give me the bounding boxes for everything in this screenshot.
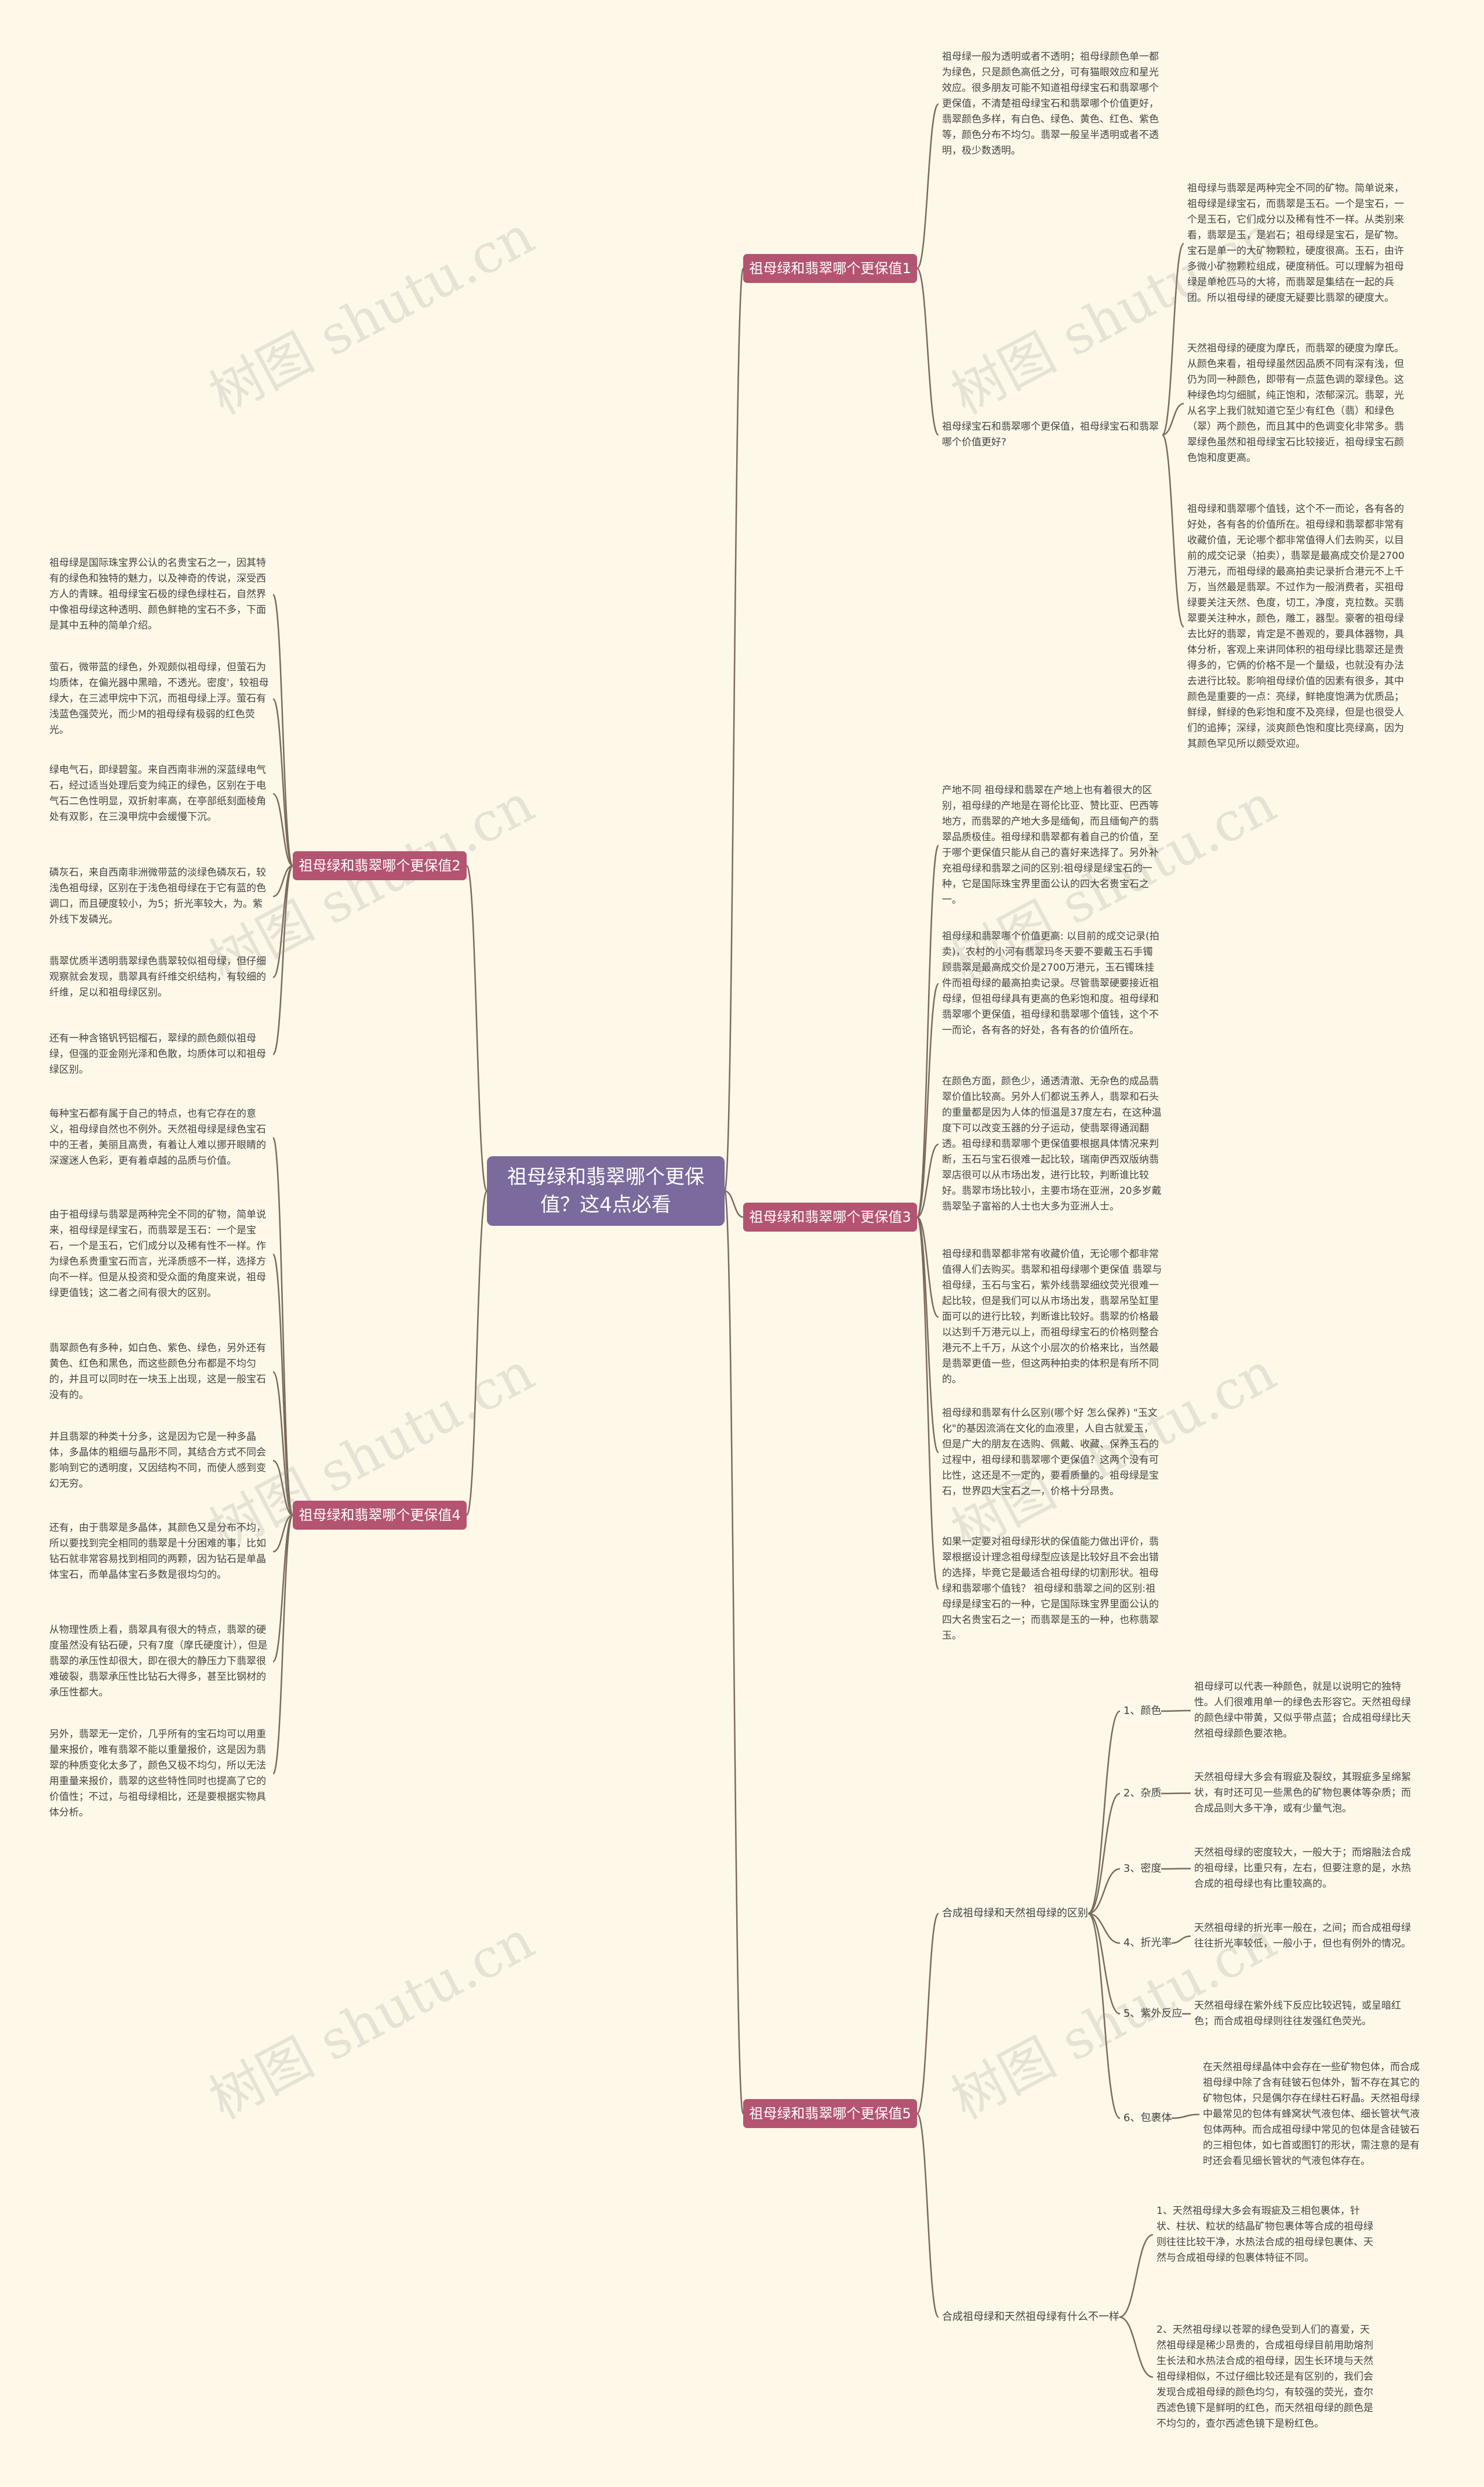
connector bbox=[916, 103, 940, 270]
branch-node-4[interactable]: 祖母绿和翡翠哪个更保值4 bbox=[293, 1501, 467, 1530]
connector bbox=[1087, 1912, 1121, 2119]
topic-text: 另外，翡翠无一定价，几乎所有的宝石均可以用重量来报价，唯有翡翠不能以重量报价，这… bbox=[49, 1729, 266, 1818]
topic-text: 天然祖母绿在紫外线下反应比较迟钝，或呈暗红色；而合成祖母绿则往往发强红色荧光。 bbox=[1194, 2000, 1401, 2027]
topic-text: 由于祖母绿与翡翠是两种完全不同的矿物，简单说来，祖母绿是绿宝石，而翡翠是玉石：一… bbox=[49, 1209, 266, 1299]
connector bbox=[916, 844, 940, 1218]
item-label[interactable]: 5、紫外反应 bbox=[1123, 2007, 1183, 2020]
branch-node-5[interactable]: 祖母绿和翡翠哪个更保值5 bbox=[743, 2099, 917, 2128]
connector bbox=[916, 1216, 940, 1454]
connector bbox=[465, 1190, 488, 1516]
topic-text: 祖母绿和翡翠都非常有收藏价值，无论哪个都非常值得人们去购买。翡翠和祖母绿哪个更保… bbox=[942, 1248, 1162, 1385]
topic-text: 磷灰石，来自西南非洲微带蓝的淡绿色磷灰石，较浅色祖母绿，区别在于浅色祖母绿在于它… bbox=[49, 867, 266, 925]
topic-text: 祖母绿是国际珠宝界公认的名贵宝石之一，因其特有的绿色和独特的魅力，以及神奇的传说… bbox=[49, 557, 266, 631]
connector bbox=[916, 267, 940, 436]
connector bbox=[272, 865, 294, 1055]
connector bbox=[916, 1216, 940, 1590]
branch-node-1[interactable]: 祖母绿和翡翠哪个更保值1 bbox=[743, 254, 917, 283]
topic-text: 天然祖母绿大多会有瑕疵及裂纹，其瑕疵多呈绵絮状，有时还可见一些黑色的矿物包裹体等… bbox=[1194, 1771, 1411, 1814]
branch-node-3[interactable]: 祖母绿和翡翠哪个更保值3 bbox=[743, 1203, 917, 1232]
connector bbox=[1171, 1935, 1191, 1944]
connector bbox=[916, 983, 940, 1218]
connector bbox=[724, 1190, 744, 1218]
connector bbox=[465, 865, 488, 1192]
connector bbox=[723, 1190, 744, 2115]
topic-text: 萤石，微带蓝的绿色，外观颇似祖母绿，但萤石为均质体，在偏光器中黑暗，不透光。密度… bbox=[49, 662, 269, 736]
connector bbox=[1171, 2114, 1200, 2119]
connector bbox=[1162, 402, 1184, 436]
item-label[interactable]: 3、密度 bbox=[1123, 1862, 1162, 1875]
connector bbox=[1087, 1792, 1121, 1915]
group-label[interactable]: 合成祖母绿和天然祖母绿的区别 bbox=[942, 1907, 1088, 1919]
item-label[interactable]: 4、折光率 bbox=[1123, 1937, 1172, 1949]
topic-text: 2、天然祖母绿以苍翠的绿色受到人们的喜爱，天然祖母绿是稀少昂贵的，合成祖母绿目前… bbox=[1156, 2324, 1373, 2430]
topic-text: 翡翠优质半透明翡翠绿色翡翠较似祖母绿，但仔细观察就会发现，翡翠具有纤维交织结构，… bbox=[49, 956, 266, 999]
topic-text: 还有一种含铬钒钙铝榴石，翠绿的颜色颇似祖母绿，但强的亚金刚光泽和色散，均质体可以… bbox=[49, 1033, 266, 1076]
connector bbox=[272, 1137, 294, 1516]
branch-node-2[interactable]: 祖母绿和翡翠哪个更保值2 bbox=[293, 851, 467, 880]
connector bbox=[272, 793, 293, 867]
topic-text: 在颜色方面，颜色少，通透清澈、无杂色的成品翡翠价值比较高。另外人们都说玉养人，翡… bbox=[942, 1076, 1162, 1212]
connector bbox=[272, 1514, 293, 1553]
topic-text: 祖母绿一般为透明或者不透明；祖母绿颜色单一都为绿色，只是颜色高低之分，可有猫眼效… bbox=[942, 51, 1159, 157]
topic-text: 祖母绿和翡翠哪个价值更高: 以目前的成交记录(拍卖)，农村的小河有翡翠玛冬天要不… bbox=[942, 931, 1159, 1036]
connector bbox=[723, 267, 744, 1192]
connector bbox=[1161, 434, 1185, 628]
topic-text: 翡翠颜色有多种，如白色、紫色、绿色，另外还有黄色、红色和黑色，而这些颜色分布都是… bbox=[49, 1342, 266, 1401]
central-topic[interactable]: 祖母绿和翡翠哪个更保值？这4点必看 bbox=[487, 1156, 725, 1226]
topic-text: 祖母绿和翡翠哪个值钱，这个不一而论，各有各的好处，各有各的价值所在。祖母绿和翡翠… bbox=[1187, 503, 1405, 750]
connector bbox=[272, 594, 294, 867]
topic-text: 祖母绿可以代表一种颜色，就是以说明它的独特性。人们很难用单一的绿色去形容它。天然… bbox=[1194, 1681, 1411, 1740]
connector bbox=[272, 1371, 294, 1516]
topic-text: 天然祖母绿的硬度为摩氏，而翡翠的硬度为摩氏。从颜色来看，祖母绿虽然因品质不同有深… bbox=[1187, 343, 1404, 464]
connector bbox=[1161, 242, 1185, 436]
connector bbox=[1087, 1912, 1121, 1944]
connector bbox=[916, 1912, 940, 2115]
connector bbox=[1119, 2234, 1154, 2318]
connector bbox=[272, 865, 293, 978]
connector bbox=[272, 1514, 294, 1662]
topic-text: 祖母绿和翡翠有什么区别(哪个好 怎么保养) "玉文化"的基因流淌在文化的血液里，… bbox=[942, 1407, 1159, 1497]
connector bbox=[916, 2112, 940, 2318]
connector bbox=[1087, 1868, 1121, 1915]
topic-text: 还有，由于翡翠是多晶体，其颜色又是分布不均，所以要找到完全相同的翡翠是十分困难的… bbox=[49, 1522, 266, 1581]
topic-text: 每种宝石都有属于自己的特点，也有它存在的意义，祖母绿自然也不例外。天然祖母绿是绿… bbox=[49, 1108, 266, 1167]
topic-text: 1、天然祖母绿大多会有瑕疵及三相包裹体，针状、柱状、粒状的结晶矿物包裹体等合成的… bbox=[1156, 2205, 1373, 2264]
connector bbox=[916, 1143, 939, 1218]
item-label[interactable]: 1、颜色 bbox=[1123, 1705, 1162, 1717]
topic-text: 并且翡翠的种类十分多，这是因为它是一种多晶体，多晶体的粗细与晶形不同，其结合方式… bbox=[49, 1431, 266, 1490]
topic-text: 绿电气石，即绿碧玺。来自西南非洲的深蓝绿电气石，经过适当处理后变为纯正的绿色，区… bbox=[49, 764, 266, 823]
topic-text: 在天然祖母绿晶体中会存在一些矿物包体，而合成祖母绿中除了含有硅铍石包体外，暂不存… bbox=[1203, 2061, 1420, 2167]
topic-text: 天然祖母绿的折光率一般在，之间；而合成祖母绿往往折光率较低，一般小于，但也有例外… bbox=[1194, 1922, 1411, 1949]
connector bbox=[272, 1514, 294, 1775]
connector bbox=[272, 698, 294, 867]
group-label[interactable]: 合成祖母绿和天然祖母绿有什么不一样 bbox=[942, 2311, 1119, 2323]
connector bbox=[1161, 1792, 1191, 1795]
topic-text: 祖母绿与翡翠是两种完全不同的矿物。简单说来，祖母绿是绿宝石，而翡翠是玉石。一个是… bbox=[1187, 183, 1404, 304]
connector bbox=[272, 1253, 294, 1516]
connector bbox=[272, 1459, 293, 1516]
topic-text: 从物理性质上看，翡翠具有很大的特点，翡翠的硬度虽然没有钻石硬，只有7度（摩氏硬度… bbox=[49, 1624, 268, 1698]
connector bbox=[1087, 1710, 1121, 1915]
item-label[interactable]: 6、包裹体 bbox=[1123, 2112, 1172, 2124]
subtopic-node[interactable]: 祖母绿宝石和翡翠哪个更保值，祖母绿宝石和翡翠哪个价值更好? bbox=[942, 421, 1159, 448]
connector bbox=[272, 865, 293, 898]
connector bbox=[1119, 2316, 1154, 2378]
item-label[interactable]: 2、杂质 bbox=[1123, 1787, 1162, 1799]
connector bbox=[1087, 1912, 1121, 2015]
topic-text: 如果一定要对祖母绿形状的保值能力做出评价，翡翠根据设计理念祖母绿型应该是比较好且… bbox=[942, 1536, 1159, 1642]
topic-text: 天然祖母绿的密度较大，一般大于；而熔融法合成的祖母绿，比重只有，左右，但要注意的… bbox=[1194, 1847, 1411, 1890]
connector bbox=[916, 1216, 939, 1318]
topic-text: 产地不同 祖母绿和翡翠在产地上也有着很大的区别，祖母绿的产地是在哥伦比亚、赞比亚… bbox=[942, 785, 1159, 906]
